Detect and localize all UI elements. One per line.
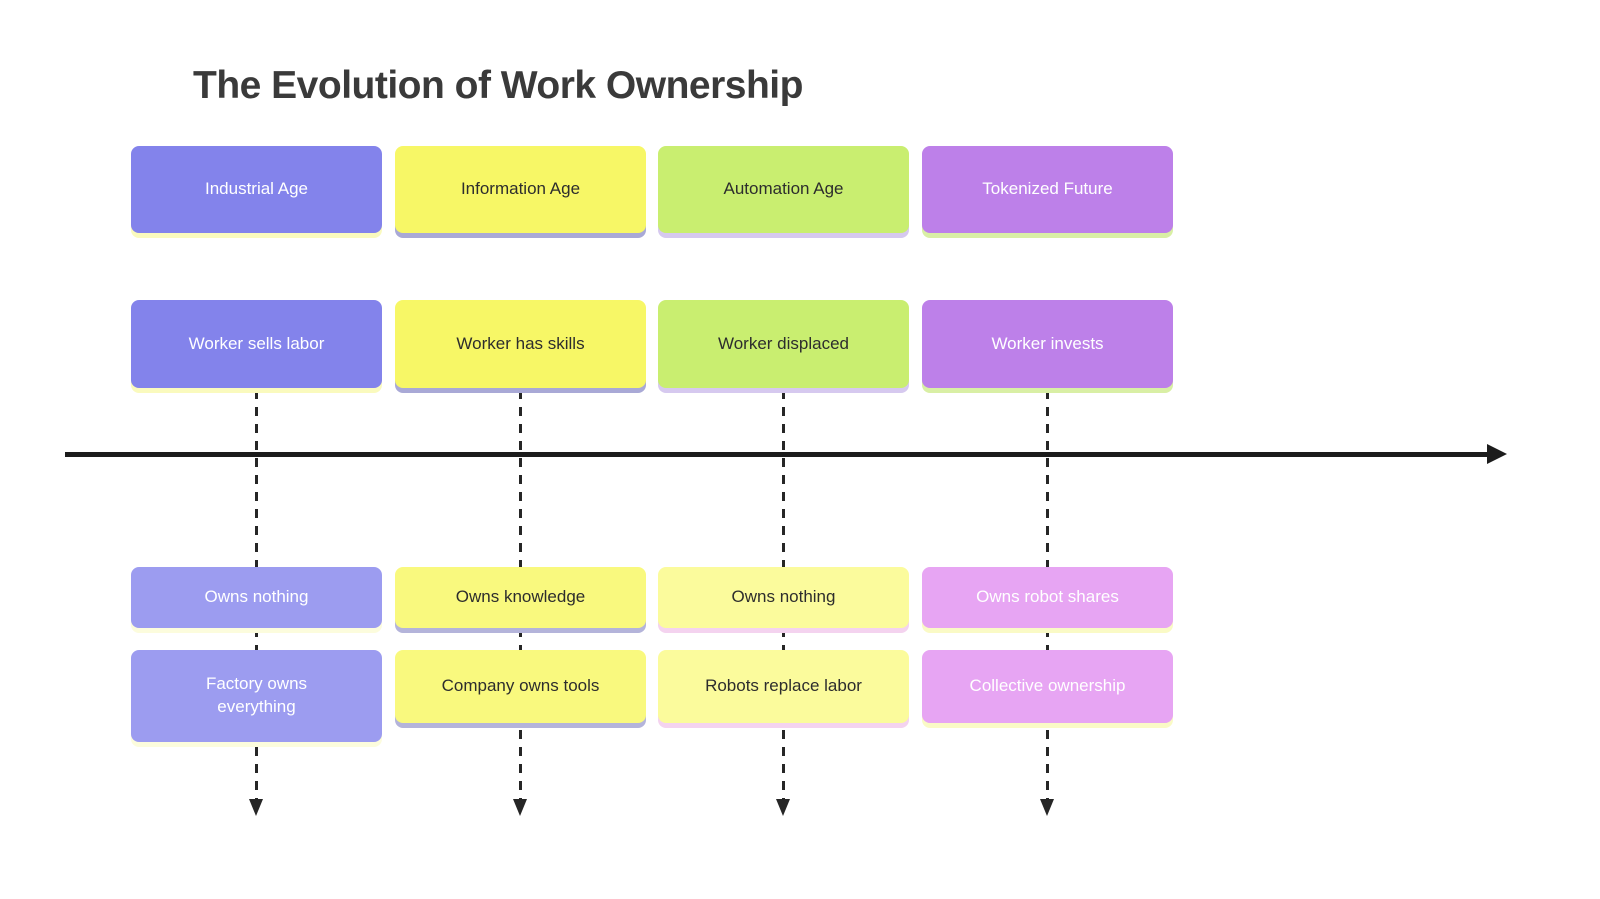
- ownership-card-label: Owns robot shares: [976, 587, 1119, 607]
- detail-card-label: Company owns tools: [441, 676, 600, 696]
- era-card-label: Tokenized Future: [982, 179, 1113, 199]
- worker-card-label: Worker has skills: [456, 333, 585, 353]
- era-card-information-age[interactable]: Information Age: [395, 146, 646, 233]
- down-arrowhead-icon: [513, 799, 527, 816]
- down-arrowhead-icon: [776, 799, 790, 816]
- era-card-label: Information Age: [460, 179, 581, 199]
- worker-card-industrial-age[interactable]: Worker sells labor: [131, 300, 382, 388]
- page-title: The Evolution of Work Ownership: [193, 64, 803, 107]
- era-card-label: Automation Age: [723, 179, 844, 199]
- down-arrowhead-icon: [1040, 799, 1054, 816]
- ownership-card-label: Owns knowledge: [455, 587, 586, 607]
- era-card-tokenized-future[interactable]: Tokenized Future: [922, 146, 1173, 233]
- ownership-card-industrial-age[interactable]: Owns nothing: [131, 567, 382, 628]
- down-arrowhead-icon: [249, 799, 263, 816]
- detail-card-automation-age[interactable]: Robots replace labor: [658, 650, 909, 723]
- detail-card-label: Factory owns everything: [205, 674, 308, 716]
- detail-card-industrial-age[interactable]: Factory owns everything: [131, 650, 382, 742]
- detail-card-label: Robots replace labor: [705, 676, 862, 696]
- worker-card-label: Worker invests: [991, 333, 1104, 353]
- ownership-card-tokenized-future[interactable]: Owns robot shares: [922, 567, 1173, 628]
- worker-card-label: Worker sells labor: [188, 333, 325, 353]
- ownership-card-label: Owns nothing: [204, 587, 309, 607]
- worker-card-automation-age[interactable]: Worker displaced: [658, 300, 909, 388]
- worker-card-label: Worker displaced: [717, 333, 850, 353]
- ownership-card-automation-age[interactable]: Owns nothing: [658, 567, 909, 628]
- era-card-label: Industrial Age: [204, 179, 308, 199]
- era-card-industrial-age[interactable]: Industrial Age: [131, 146, 382, 233]
- detail-card-label: Collective ownership: [969, 676, 1126, 696]
- detail-card-information-age[interactable]: Company owns tools: [395, 650, 646, 723]
- ownership-card-information-age[interactable]: Owns knowledge: [395, 567, 646, 628]
- worker-card-information-age[interactable]: Worker has skills: [395, 300, 646, 388]
- timeline-axis: [65, 452, 1489, 457]
- detail-card-tokenized-future[interactable]: Collective ownership: [922, 650, 1173, 723]
- ownership-card-label: Owns nothing: [731, 587, 836, 607]
- worker-card-tokenized-future[interactable]: Worker invests: [922, 300, 1173, 388]
- era-card-automation-age[interactable]: Automation Age: [658, 146, 909, 233]
- right-arrowhead-icon: [1487, 444, 1507, 464]
